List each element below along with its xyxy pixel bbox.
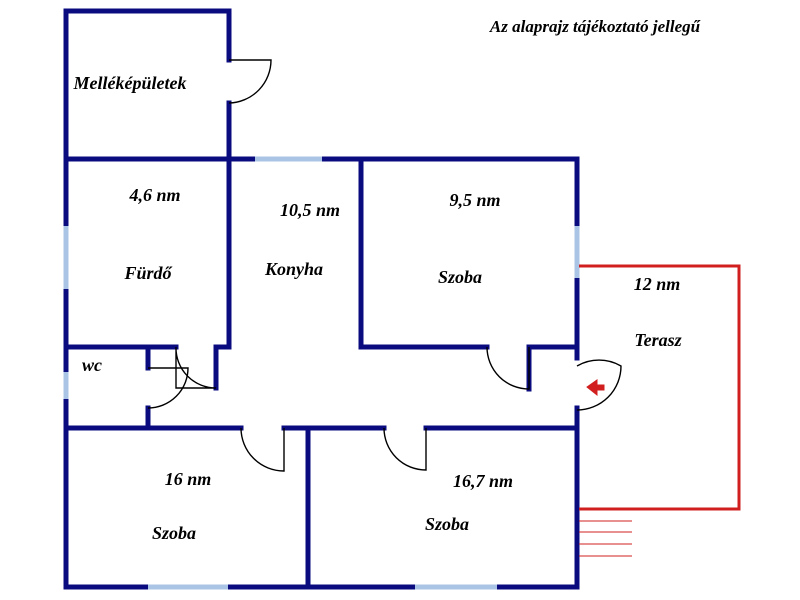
door-entrance	[576, 359, 622, 411]
room-bottom-left-area: 16 nm	[165, 469, 212, 489]
door-bottom-left-room	[240, 427, 285, 472]
room-bottom-right-name: Szoba	[425, 514, 469, 534]
room-top-area: 9,5 nm	[449, 190, 500, 210]
doors	[147, 59, 622, 472]
terrace-name: Terasz	[634, 330, 681, 350]
terrace-outline	[579, 264, 741, 511]
room-top-name: Szoba	[438, 267, 482, 287]
terrace-area: 12 nm	[634, 274, 681, 294]
door-bathroom	[175, 346, 217, 389]
terrace-steps	[579, 520, 632, 557]
bathroom-name: Fürdő	[123, 263, 172, 283]
house-inner-walls	[63, 156, 580, 590]
arrow-left-icon	[586, 379, 605, 397]
bathroom-area: 4,6 nm	[128, 185, 180, 205]
plan-note: Az alaprajz tájékoztató jellegű	[489, 17, 701, 36]
kitchen-area: 10,5 nm	[280, 200, 340, 220]
door-wc	[147, 367, 189, 409]
house-outer-walls	[63, 156, 580, 590]
outbuilding-name: Melléképületek	[73, 73, 187, 93]
door-outbuilding	[228, 59, 272, 104]
windows	[63, 156, 580, 590]
kitchen-name: Konyha	[264, 259, 323, 279]
door-bottom-right-room	[383, 427, 427, 471]
room-bottom-left-name: Szoba	[152, 523, 196, 543]
wc-name: wc	[82, 355, 102, 375]
door-top-room	[486, 346, 530, 390]
outbuilding-walls	[63, 8, 232, 163]
room-bottom-right-area: 16,7 nm	[453, 471, 513, 491]
